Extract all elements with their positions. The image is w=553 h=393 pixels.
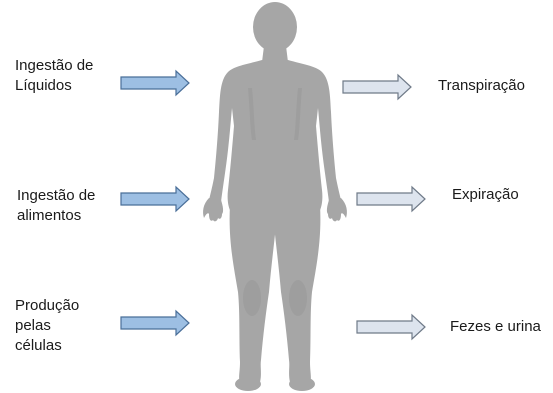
output-arrow-feces-urine: [356, 314, 426, 340]
input-label-liquids: Ingestão de Líquidos: [15, 56, 93, 96]
output-label-transpiration: Transpiração: [438, 76, 525, 96]
output-label-expiration: Expiração: [452, 185, 519, 205]
input-arrow-cell-production: [120, 310, 190, 336]
human-body-icon: [190, 0, 360, 393]
input-arrow-food: [120, 186, 190, 212]
output-label-feces-urine: Fezes e urina: [450, 317, 541, 337]
input-label-cell-production: Produção pelas células: [15, 296, 79, 356]
output-arrow-expiration: [356, 186, 426, 212]
input-arrow-liquids: [120, 70, 190, 96]
input-label-food: Ingestão de alimentos: [17, 186, 95, 226]
